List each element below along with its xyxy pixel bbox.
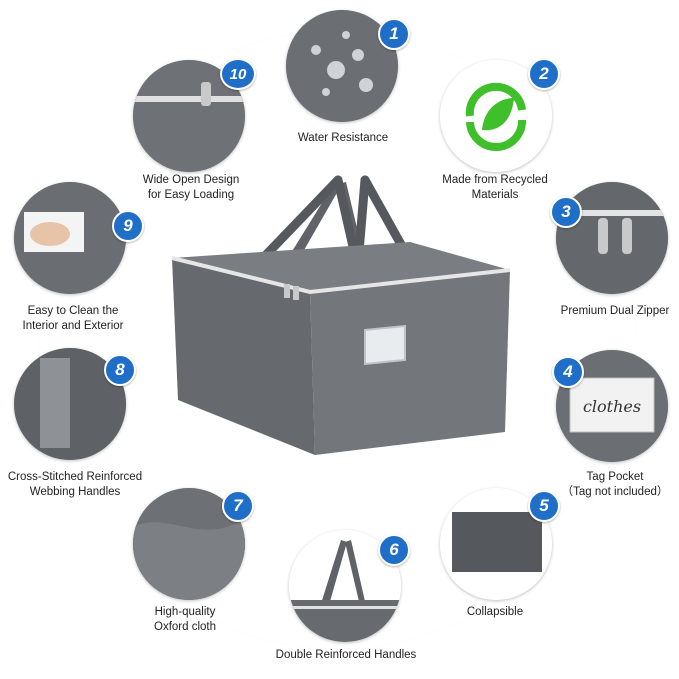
feature-badge-7: 7 (222, 490, 254, 522)
feature-badge-10: 10 (220, 58, 256, 90)
feature-label-reinforced-handles: Double Reinforced Handles (275, 649, 417, 661)
feature-badge-8: 8 (104, 354, 136, 386)
feature-label-collapsible: Collapsible (466, 606, 524, 618)
water-drops-icon (286, 10, 398, 122)
tag-icon: clothes (556, 350, 668, 462)
recycle-leaf-icon (440, 60, 552, 172)
feature-badge-5: 5 (528, 490, 560, 522)
feature-badge-6: 6 (378, 534, 410, 566)
zipper-icon (556, 182, 668, 294)
tag-text: clothes (583, 397, 641, 416)
feature-badge-3: 3 (550, 196, 582, 228)
feature-label-dual-zipper: Premium Dual Zipper (560, 305, 670, 317)
cleaning-cloth-icon (14, 182, 126, 294)
feature-badge-4: 4 (552, 356, 584, 388)
feature-badge-9: 9 (112, 210, 144, 242)
webbing-icon (14, 348, 126, 460)
feature-badge-1: 1 (378, 18, 410, 50)
storage-bag-image (160, 170, 520, 470)
feature-badge-2: 2 (528, 58, 560, 90)
feature-label-tag-pocket: Tag Pocket（Tag not included） (561, 471, 669, 498)
feature-label-water-resistance: Water Resistance (297, 132, 389, 144)
